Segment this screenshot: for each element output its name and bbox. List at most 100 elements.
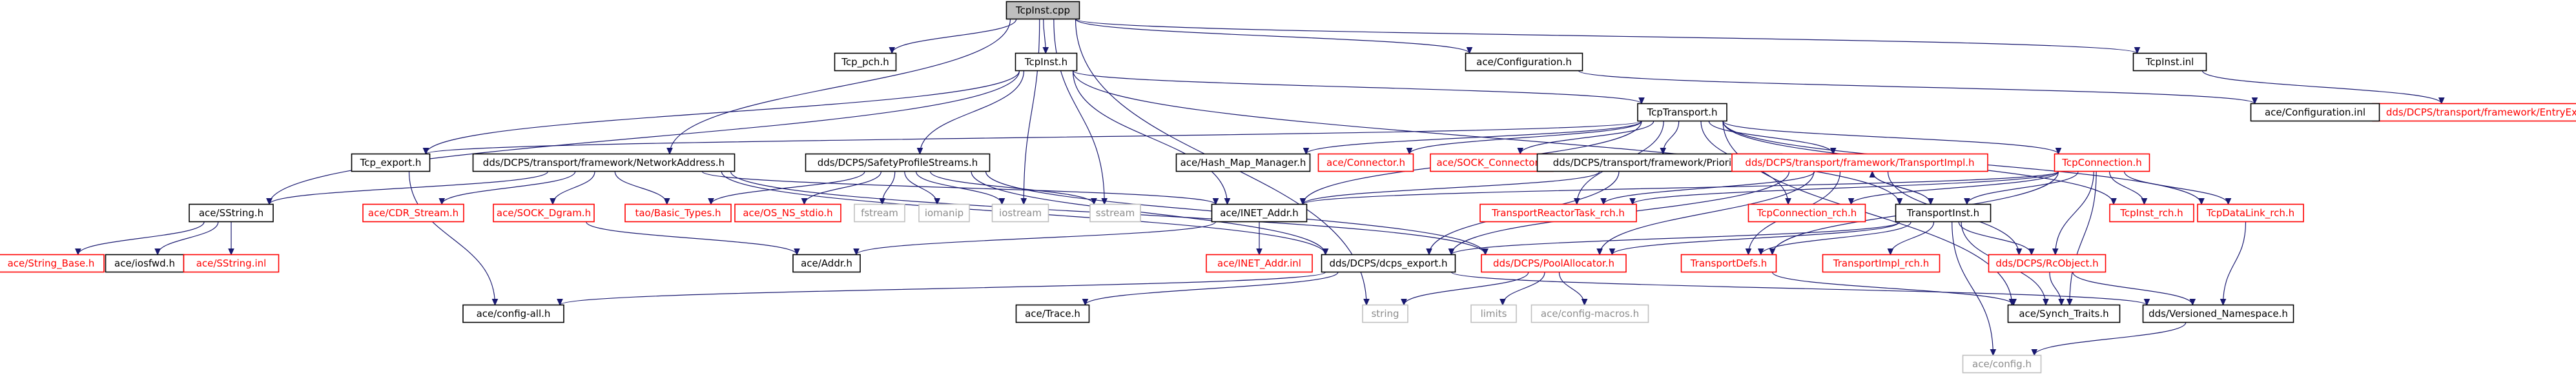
node-box (1747, 203, 1866, 223)
edge-safetyprofile-to-fstream (882, 171, 896, 205)
node-dcps-export[interactable]: dds/DCPS/dcps_export.h (1321, 254, 1456, 273)
node-ace-string-base[interactable]: ace/String_Base.h (0, 254, 105, 273)
edge-transportinst-to-transportimpl (1872, 172, 1932, 205)
node-ace-os-ns-stdio[interactable]: ace/OS_NS_stdio.h (734, 203, 841, 223)
node-label: TransportImpl_rch.h (1833, 258, 1929, 270)
node-box (105, 254, 185, 273)
node-tcpinst-cpp[interactable]: TcpInst.cpp (1005, 1, 1080, 20)
node-box (834, 52, 897, 72)
edge-safetyprofile-to-dcps-export (971, 171, 1326, 255)
node-box (472, 153, 736, 172)
edge-transportdefs-to-synch-traits (1771, 272, 2014, 305)
node-label: ace/iosfwd.h (114, 258, 175, 269)
node-label: ace/SOCK_Connector.h (1436, 157, 1547, 169)
node-tcpdatalink-rch[interactable]: TcpDataLink_rch.h (2197, 203, 2304, 223)
node-tcpconnection[interactable]: TcpConnection.h (2054, 153, 2150, 172)
edge-safetyprofile-to-ace-os-ns-stdio (805, 171, 882, 205)
node-transportdefs[interactable]: TransportDefs.h (1680, 254, 1777, 273)
node-ace-inet-addr-inl[interactable]: ace/INET_Addr.inl (1206, 254, 1313, 273)
node-tao-basic-types[interactable]: tao/Basic_Types.h (624, 203, 732, 223)
edge-tcptransport-to-hash-map-manager (1306, 120, 1642, 154)
node-label: ace/Configuration.inl (2265, 106, 2365, 118)
node-ace-inet-addr-h[interactable]: ace/INET_Addr.h (1211, 203, 1308, 223)
edge-tcpconnection-to-reactortask-rch (1633, 170, 2059, 205)
node-synch-traits[interactable]: ace/Synch_Traits.h (2007, 304, 2121, 323)
edge-safetyprofile-to-iostream (915, 171, 1002, 205)
node-tcpinst-inl[interactable]: TcpInst.inl (2132, 52, 2207, 72)
edge-poolallocator-to-limits (1503, 272, 1545, 305)
node-reactortask-rch[interactable]: TransportReactorTask_rch.h (1479, 203, 1637, 223)
node-label: string (1371, 308, 1399, 319)
edge-poolallocator-to-string (1404, 272, 1529, 305)
node-label: ace/CDR_Stream.h (368, 207, 459, 219)
node-label: TcpDataLink_rch.h (2206, 207, 2294, 219)
node-label: ace/String_Base.h (8, 258, 95, 270)
edge-tcpconnection-to-transportinst (1967, 171, 2079, 205)
node-tcpinst-rch[interactable]: TcpInst_rch.h (2109, 203, 2194, 223)
node-label: ace/config-all.h (477, 308, 551, 319)
edge-tcpinst-h-to-safetyprofile (920, 70, 1025, 154)
node-box (1530, 304, 1649, 323)
edge-dcps-export-to-ace-config-all (560, 271, 1326, 305)
node-ace-configuration-h[interactable]: ace/Configuration.h (1465, 52, 1583, 72)
edge-networkaddress-to-ace-sock-dgram (553, 171, 595, 205)
node-box (2197, 203, 2304, 223)
node-ace-iosfwd[interactable]: ace/iosfwd.h (105, 254, 185, 273)
node-box (1362, 304, 1408, 323)
node-box (351, 153, 431, 172)
node-ace-config-all[interactable]: ace/config-all.h (462, 304, 564, 323)
node-label: ace/Addr.h (801, 258, 852, 269)
edge-transportinst-to-transportdefs (1761, 221, 1911, 255)
node-label: dds/DCPS/RcObject.h (1995, 258, 2098, 269)
node-rcobject[interactable]: dds/DCPS/RcObject.h (1988, 254, 2107, 273)
node-entryexit[interactable]: dds/DCPS/transport/framework/EntryExit.h (2372, 103, 2576, 122)
node-transportimpl-rch[interactable]: TransportImpl_rch.h (1822, 254, 1941, 273)
edge-ace-inet-addr-h-to-ace-addr (856, 221, 1217, 255)
node-label: ace/OS_NS_stdio.h (743, 207, 832, 219)
node-ace-configuration-inl[interactable]: ace/Configuration.inl (2250, 103, 2380, 122)
node-poolallocator[interactable]: dds/DCPS/PoolAllocator.h (1481, 254, 1627, 273)
edge-tcpinst-inl-to-entryexit (2201, 70, 2442, 104)
edge-tcpinst-cpp-to-tcp-pch (892, 19, 1017, 54)
node-ace-connector[interactable]: ace/Connector.h (1317, 153, 1414, 172)
edge-transportinst-to-poolallocator (1612, 221, 1901, 255)
node-ace-trace[interactable]: ace/Trace.h (1015, 304, 1090, 323)
edge-tcpinst-cpp-to-tcpinst-h (1044, 19, 1046, 54)
node-versioned-namespace[interactable]: dds/Versioned_Namespace.h (2142, 304, 2294, 323)
node-ace-sock-dgram[interactable]: ace/SOCK_Dgram.h (493, 203, 595, 223)
node-label: ace/Trace.h (1025, 308, 1080, 319)
node-hash-map-manager[interactable]: ace/Hash_Map_Manager.h (1175, 153, 1311, 172)
node-box (1015, 52, 1078, 72)
node-box (991, 203, 1049, 223)
node-box (493, 203, 595, 223)
node-tcpinst-h[interactable]: TcpInst.h (1015, 52, 1078, 72)
node-ace-addr[interactable]: ace/Addr.h (792, 254, 861, 273)
node-label: TransportReactorTask_rch.h (1491, 207, 1625, 219)
node-ace-cdr-stream[interactable]: ace/CDR_Stream.h (362, 203, 464, 223)
node-networkaddress[interactable]: dds/DCPS/transport/framework/NetworkAddr… (472, 153, 736, 172)
node-safetyprofile[interactable]: dds/DCPS/SafetyProfileStreams.h (805, 153, 991, 172)
node-box (189, 203, 274, 223)
node-box (1895, 203, 1992, 223)
node-ace-sstring[interactable]: ace/SString.h (189, 203, 274, 223)
edge-rcobject-to-versioned-namespace (2072, 272, 2193, 305)
node-sock-connector[interactable]: ace/SOCK_Connector.h (1430, 153, 1554, 172)
node-label: ace/SOCK_Dgram.h (497, 207, 591, 219)
node-label: tao/Basic_Types.h (635, 207, 721, 219)
node-tcp-pch[interactable]: Tcp_pch.h (834, 52, 897, 72)
node-label: Tcp_export.h (360, 157, 422, 169)
edge-transportimpl-to-reactortask-rch (1603, 171, 1815, 205)
node-transportinst[interactable]: TransportInst.h (1895, 203, 1992, 223)
node-tcptransport[interactable]: TcpTransport.h (1637, 103, 1727, 122)
node-transportimpl[interactable]: dds/DCPS/transport/framework/TransportIm… (1731, 153, 1988, 172)
node-iostream: iostream (991, 203, 1049, 223)
node-box (1988, 254, 2107, 273)
edge-tcpinst-cpp-to-ace-configuration-h (1075, 18, 1470, 54)
edge-tcptransport-to-tcpconnection (1722, 120, 2059, 154)
node-tcpconnection-rch[interactable]: TcpConnection_rch.h (1747, 203, 1866, 223)
node-tcp-export[interactable]: Tcp_export.h (351, 153, 431, 172)
node-ace-sstring-inl[interactable]: ace/SString.inl (183, 254, 280, 273)
node-label: ace/Hash_Map_Manager.h (1180, 157, 1306, 169)
